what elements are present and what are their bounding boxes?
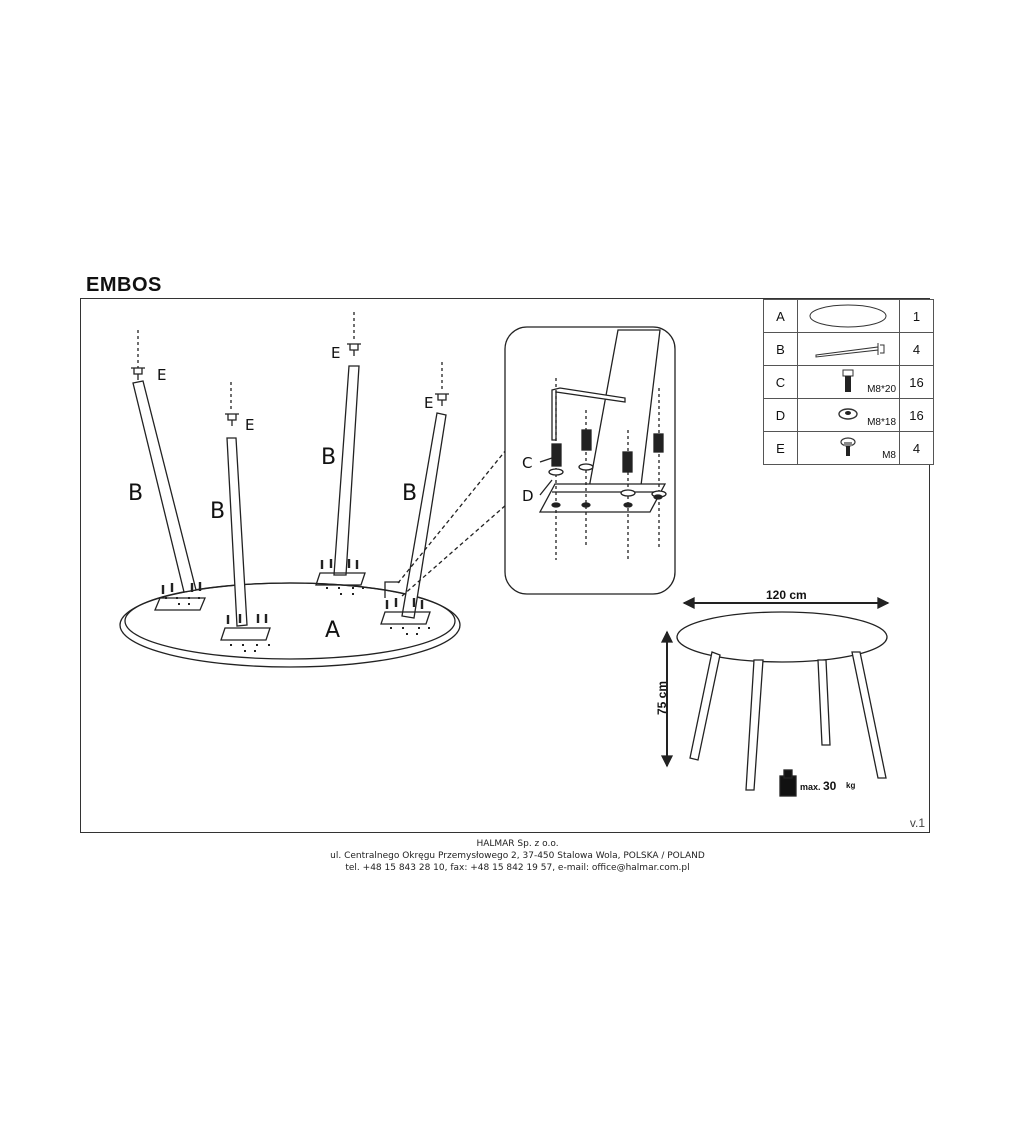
tabletop-a: [119, 582, 461, 668]
detail-view: [504, 326, 676, 595]
part-qty: 16: [899, 365, 934, 399]
part-letter: E: [763, 431, 798, 465]
table-row: C M8*20 16: [763, 365, 934, 399]
load-value: 30: [823, 779, 837, 793]
instruction-frame: v.1: [80, 298, 930, 833]
company-contact: tel. +48 15 843 28 10, fax: +48 15 842 1…: [345, 863, 690, 873]
part-qty: 16: [899, 398, 934, 432]
label-e-3: E: [331, 344, 340, 362]
load-prefix: max.: [800, 782, 821, 792]
version-label: v.1: [909, 816, 925, 830]
weight-icon: [779, 769, 797, 797]
label-e-4: E: [424, 394, 433, 412]
label-b-4: B: [402, 481, 417, 506]
part-qty: 1: [899, 299, 934, 333]
label-a: A: [325, 618, 340, 643]
part-qty: 4: [899, 332, 934, 366]
label-b-2: B: [210, 499, 225, 524]
width-dimension: 120 cm: [766, 588, 807, 602]
parts-table: A 1 B 4 C M8*20 16 D: [763, 299, 934, 465]
label-b-3: B: [321, 445, 336, 470]
company-name: HALMAR Sp. z o.o.: [476, 839, 559, 849]
tabletop-icon: [809, 304, 887, 328]
leg-3: [333, 312, 361, 576]
part-size: M8*20: [867, 384, 896, 395]
washer-icon: [838, 408, 858, 420]
leg-icon: [815, 343, 885, 358]
label-e-1: E: [157, 366, 166, 384]
part-qty: 4: [899, 431, 934, 465]
table-row: E M8 4: [763, 431, 934, 465]
assembled-table: [660, 596, 890, 791]
label-d: D: [522, 487, 534, 505]
height-dimension: 75 cm: [655, 681, 669, 715]
load-unit: kg: [846, 781, 855, 790]
company-footer: HALMAR Sp. z o.o. ul. Centralnego Okręgu…: [0, 838, 1035, 874]
part-size: M8: [882, 450, 896, 461]
product-title: EMBOS: [86, 274, 162, 296]
table-row: D M8*18 16: [763, 398, 934, 432]
part-letter: D: [763, 398, 798, 432]
glide-icon: [840, 437, 856, 456]
label-b-1: B: [128, 481, 143, 506]
leg-4: [401, 362, 449, 619]
label-c: C: [522, 454, 532, 472]
leg-2: [225, 382, 248, 627]
label-e-2: E: [245, 416, 254, 434]
part-letter: C: [763, 365, 798, 399]
table-row: B 4: [763, 332, 934, 366]
part-size: M8*18: [867, 417, 896, 428]
part-letter: B: [763, 332, 798, 366]
screw-icon: [842, 369, 854, 392]
leg-1: [131, 330, 197, 593]
part-letter: A: [763, 299, 798, 333]
company-address: ul. Centralnego Okręgu Przemysłowego 2, …: [330, 851, 705, 861]
table-row: A 1: [763, 299, 934, 333]
